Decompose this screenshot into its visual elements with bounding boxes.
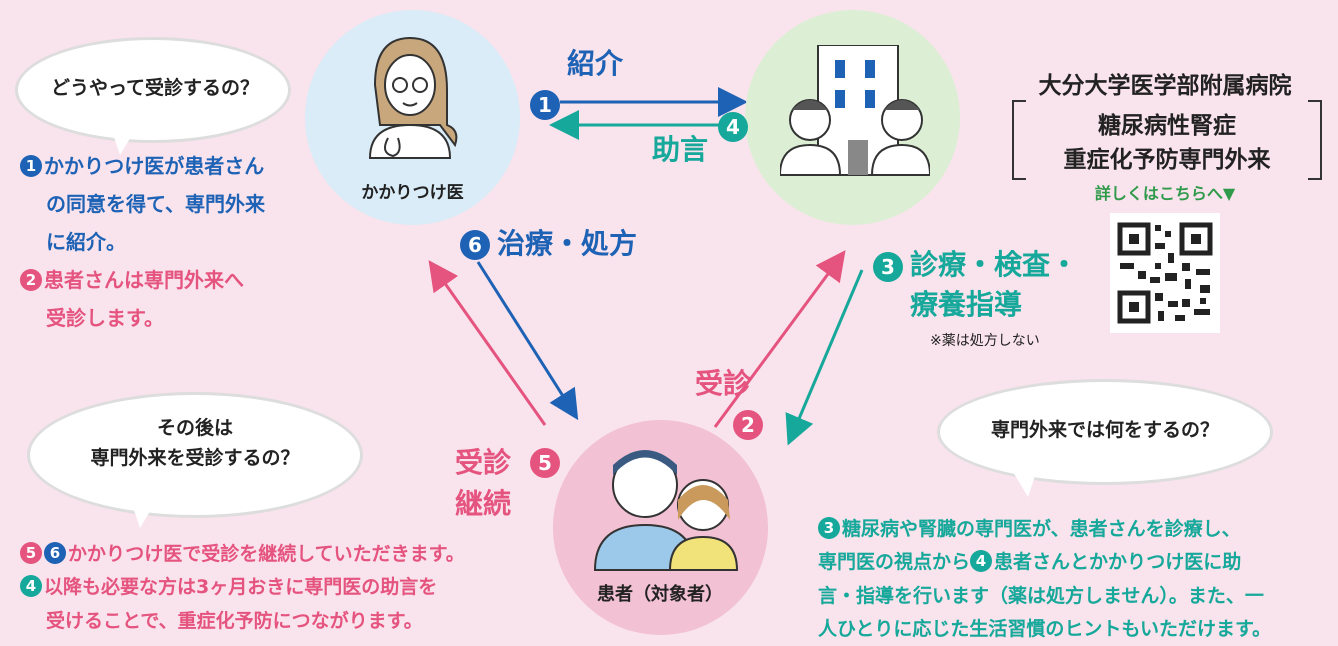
dept-line1: 糖尿病性腎症 [1098,113,1236,139]
bracket-right [1308,100,1322,180]
step1-text-3: に紹介。 [46,230,126,254]
step1-text-1: かかりつけ医が患者さん [44,154,265,178]
question-after-line1: その後は [156,417,233,439]
question-after: その後は 専門外来を受診するの？ [40,413,350,474]
step3-badge: 3 [818,517,840,539]
step1-text-2: の同意を得て、専門外来 [46,192,265,216]
doctor-icon [368,36,458,159]
step-number-2: 2 [733,410,763,440]
hospital-icon [780,45,930,176]
arrow-care [785,269,864,446]
step3-text-2b: 患者さんとかかりつけ医に助 [994,551,1242,574]
step3-text-3: 言・指導を行います（薬は処方しません）。また、一 [818,584,1264,607]
step3-text-4: 人ひとりに応じた生活習慣のヒントもいただけます。 [818,617,1272,640]
bubble-tail [130,498,158,528]
label-referral: 紹介 [567,47,624,80]
question-what: 専門外来では何をするの？ [990,419,1219,441]
speech-bubble-how [18,40,288,140]
details-link[interactable]: 詳しくはこちらへ▼ [1094,184,1236,203]
step-number-4: 4 [718,112,748,142]
qr-code-icon[interactable] [1110,213,1220,333]
arrow-continue [428,260,547,426]
care-note: ※薬は処方しない [930,333,1040,349]
speech-bubble-what [940,382,1270,482]
step5-badge: 5 [20,542,42,564]
label-treatment: 治療・処方 [497,227,638,260]
label-care-line2: 療養指導 [910,288,1023,321]
label-care-line1: 診療・検査・ [910,248,1079,281]
patients-icon [593,450,739,571]
step-number-6: 6 [460,230,490,260]
label-advice: 助言 [652,133,709,166]
step2-text-2: 受診します。 [46,306,164,330]
dept-line2: 重症化予防専門外来 [1063,147,1271,173]
step2-text-1: 患者さんは専門外来へ [44,268,244,292]
step4-badge: 4 [20,575,42,598]
question-after-line2: 専門外来を受診するの？ [90,447,300,470]
step3-text-2a: 専門医の視点から [818,551,971,574]
doctor-label: かかりつけ医 [361,183,464,203]
label-visit: 受診 [695,367,752,400]
step6-badge: 6 [44,542,66,564]
step-number-3: 3 [873,252,903,282]
bracket-left [1012,100,1026,180]
arrow-treatment [476,261,579,421]
label-continue-line1: 受診 [455,446,512,479]
step-number-1: 1 [530,90,560,120]
step4-badge-right: 4 [970,550,993,573]
patient-label: 患者（対象者） [597,584,723,605]
hospital-name: 大分大学医学部附属病院 [1038,73,1292,99]
arrow-visit [713,250,846,428]
question-how: どうやって受診するの？ [50,77,260,99]
label-continue-line2: 継続 [455,487,512,520]
bubble-tail [1010,467,1038,497]
speech-bubble-after [30,395,360,515]
step-number-5: 5 [530,448,560,478]
step4-text-2: 受けることで、重症化予防につながります。 [46,609,423,632]
step1-badge: 1 [20,155,42,177]
step4-text: 以降も必要な方は3ヶ月おきに専門医の助言を [44,576,438,599]
bubble-tail [110,125,138,155]
step2-badge: 2 [20,269,42,291]
step56-text: かかりつけ医で受診を継続していただきます。 [68,543,465,565]
dept-frame: 糖尿病性腎症 重症化予防専門外来 [1012,100,1322,180]
step3-text: 糖尿病や腎臓の専門医が、患者さんを診療し、 [842,518,1241,540]
